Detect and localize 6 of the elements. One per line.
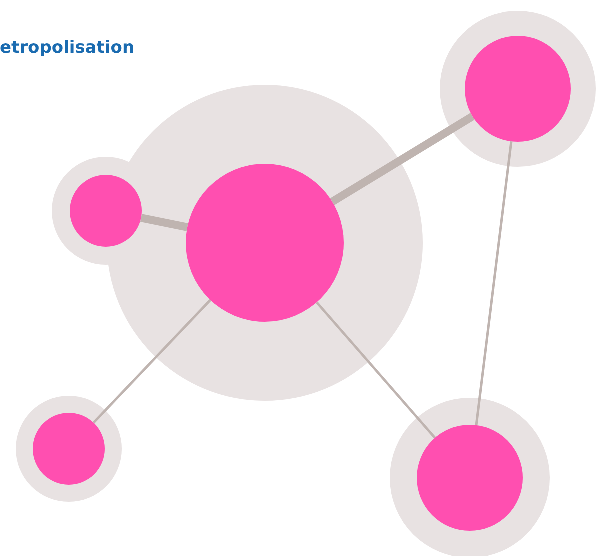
- connector-line: [92, 299, 212, 424]
- connector-line: [475, 141, 513, 426]
- connector-line: [330, 113, 475, 206]
- connector-line: [140, 214, 188, 232]
- title: etropolisation: [0, 38, 135, 58]
- connector-line: [316, 302, 436, 439]
